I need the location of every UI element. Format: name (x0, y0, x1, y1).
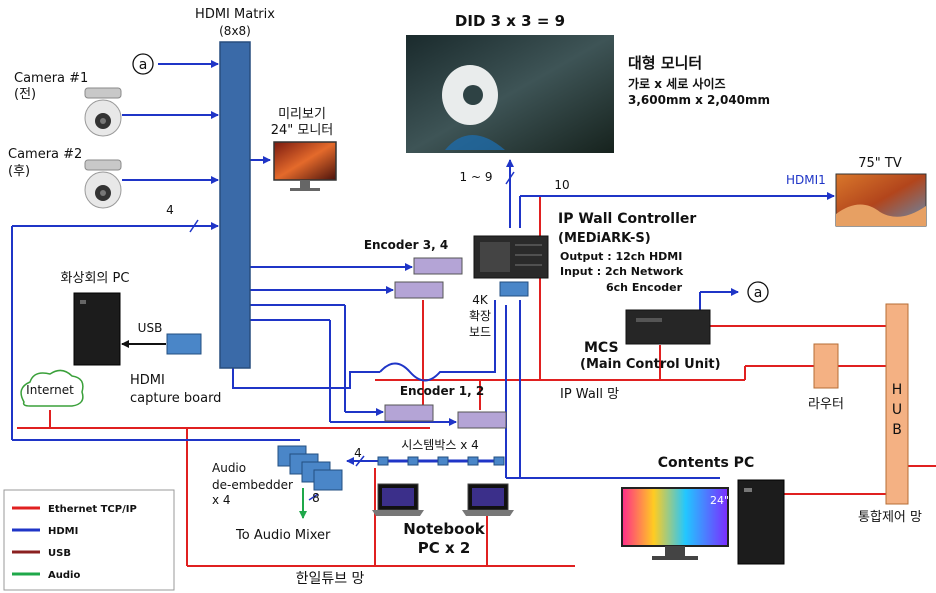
contents-pc-label: Contents PC (658, 455, 754, 471)
notebook-2-icon (462, 483, 514, 516)
ref-marker-right-label: a (754, 285, 763, 301)
ipwc-model: (MEDiARK-S) (558, 231, 651, 246)
encoder-2 (457, 411, 507, 429)
encoder-1 (384, 404, 434, 422)
expansion-board (499, 281, 529, 297)
tv-port-label: HDMI1 (786, 173, 826, 187)
ipwc-output: Output : 12ch HDMI (560, 250, 682, 263)
contents-pc-monitor-icon (621, 487, 729, 560)
ref-marker-right (747, 281, 769, 303)
hdmi-lines (11, 60, 835, 479)
legend-audio-label: Audio (48, 570, 80, 581)
count-1-9: 1 ~ 9 (460, 170, 493, 184)
internet-cloud-icon (20, 369, 84, 407)
did-screen (406, 35, 614, 153)
audio-l2: de-embedder (212, 478, 293, 492)
camera2-icon (84, 159, 122, 209)
encoder-3 (413, 257, 463, 275)
notebook-1-icon (372, 483, 424, 516)
tv-label: 75" TV (858, 156, 902, 171)
camera2-name: Camera #2 (8, 147, 82, 162)
camera1-icon (84, 87, 122, 137)
vc-pc-tower-icon (73, 292, 121, 366)
mcs-icon (625, 309, 711, 345)
preview-monitor-line2: 24" 모니터 (271, 123, 334, 138)
preview-monitor-icon (273, 141, 337, 191)
capture-l2: capture board (130, 391, 221, 406)
to-audio-mixer: To Audio Mixer (235, 528, 331, 543)
did-title: DID 3 x 3 = 9 (455, 12, 565, 30)
matrix-size: (8x8) (219, 24, 251, 38)
usb-label: USB (138, 321, 163, 335)
capture-l1: HDMI (130, 373, 165, 388)
ip-wall-network-label: IP Wall 망 (560, 387, 619, 402)
hub-network-label: 통합제어 망 (858, 510, 922, 525)
hanil-network-label: 한일튜브 망 (296, 571, 365, 587)
legend: Ethernet TCP/IP HDMI USB Audio (3, 489, 175, 591)
did-side-sub1: 가로 x 세로 사이즈 (628, 76, 726, 91)
system-box-label: 시스템박스 x 4 (401, 438, 479, 452)
did-side-sub2: 3,600mm x 2,040mm (628, 93, 770, 107)
capture-board (166, 333, 202, 355)
camera2-position: (후) (8, 164, 30, 179)
contents-pc-tower-icon (737, 479, 785, 565)
audio-count-8: 8 (312, 491, 320, 505)
legend-ethernet-label: Ethernet TCP/IP (48, 504, 137, 515)
ipwc-input: Input : 2ch Network (560, 265, 684, 278)
audio-count-4: 4 (354, 446, 362, 460)
wire-count-slashes (189, 171, 515, 501)
hub-letter-u: U (892, 402, 902, 418)
count-4-matrix: 4 (166, 203, 174, 217)
tv-screen (835, 173, 927, 227)
hub (885, 303, 909, 505)
ipwc-encoder: 6ch Encoder (606, 281, 683, 294)
expansion-l1: 4K (472, 293, 489, 307)
encoder-upper-label: Encoder 3, 4 (364, 238, 448, 252)
ref-marker-left-label: a (139, 57, 148, 73)
hub-letter-h: H (892, 382, 903, 398)
did-side-title: 대형 모니터 (628, 54, 702, 72)
contents-pc-monitor-tag: 24" (710, 494, 729, 507)
expansion-l3: 보드 (469, 325, 491, 339)
expansion-l2: 확장 (469, 309, 491, 323)
system-box-nodes (377, 456, 505, 466)
notebook-l1: Notebook (403, 520, 486, 538)
internet-label: Internet (26, 383, 74, 397)
count-10: 10 (554, 178, 569, 192)
legend-hdmi-label: HDMI (48, 526, 78, 537)
camera1-position: (전) (14, 87, 36, 102)
ipwc-title: IP Wall Controller (558, 211, 696, 227)
hub-letter-b: B (892, 422, 902, 438)
matrix-title: HDMI Matrix (195, 7, 275, 22)
camera1-name: Camera #1 (14, 71, 88, 86)
vc-pc-label: 화상회의 PC (61, 271, 130, 286)
legend-usb-label: USB (48, 548, 71, 559)
mcs-subtitle: (Main Control Unit) (580, 357, 721, 372)
ref-marker-left (132, 53, 154, 75)
encoder-lower-label: Encoder 1, 2 (400, 384, 484, 398)
audio-l1: Audio (212, 461, 246, 475)
ethernet-lines (17, 196, 936, 567)
notebook-l2: PC x 2 (418, 539, 471, 557)
audio-de-embedder-stack (277, 445, 343, 491)
encoder-4 (394, 281, 444, 299)
hdmi-matrix (219, 41, 251, 369)
mcs-title: MCS (584, 340, 619, 356)
audio-l3: x 4 (212, 493, 231, 507)
preview-monitor-line1: 미리보기 (278, 107, 326, 122)
router (813, 343, 839, 389)
ip-wall-controller-icon (473, 235, 549, 279)
router-label: 라우터 (808, 397, 844, 412)
